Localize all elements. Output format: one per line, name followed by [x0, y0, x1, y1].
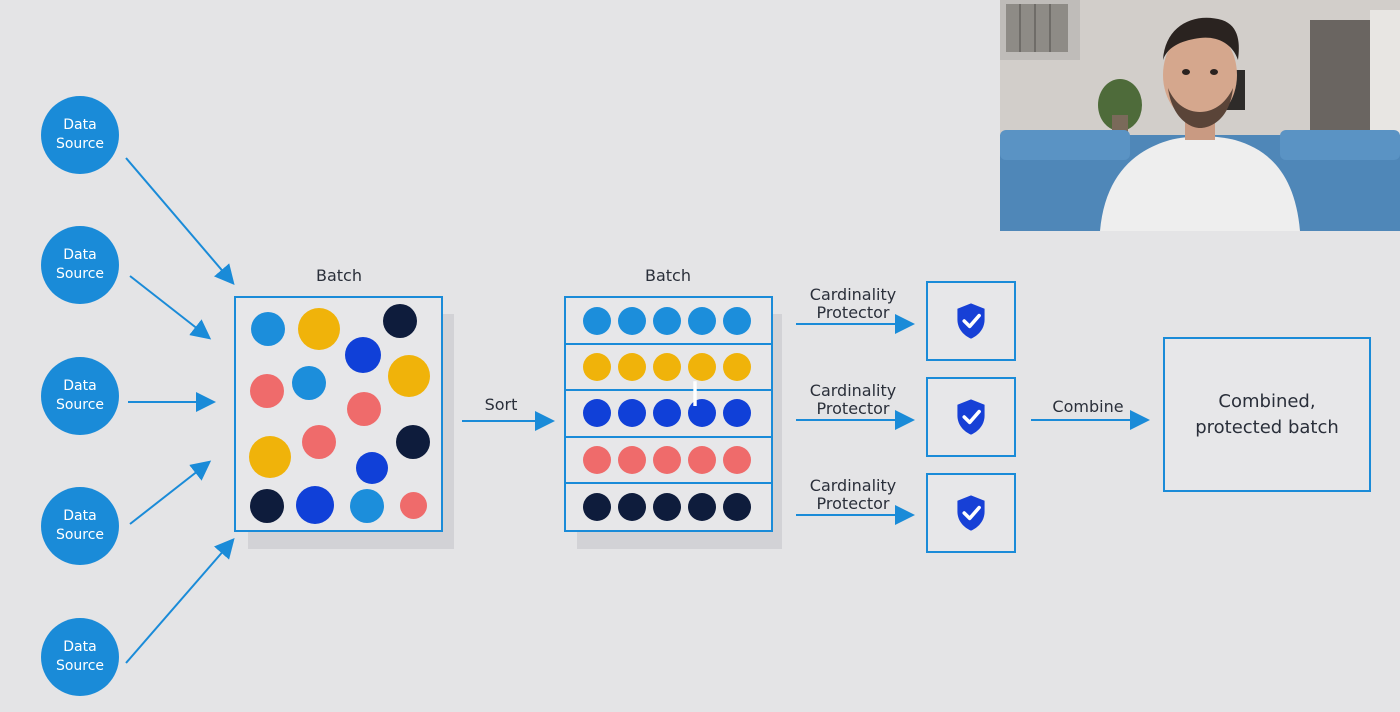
dot-navy [396, 425, 430, 459]
dot-royal-blue [345, 337, 381, 373]
dot-coral [302, 425, 336, 459]
data-source-line2: Source [55, 658, 105, 674]
data-source-3: Data Source [41, 357, 119, 435]
result-line2: protected batch [1195, 416, 1339, 438]
arrow-source-2 [129, 275, 212, 340]
data-source-line1: Data [63, 508, 97, 524]
shield-check-icon [957, 495, 985, 531]
protector-label-line1: Cardinality [809, 381, 897, 400]
dot-yellow [653, 352, 681, 381]
data-source-line2: Source [55, 527, 105, 543]
dot-royal-blue [618, 399, 646, 428]
dot-royal-blue [688, 399, 716, 428]
dot-royal-blue [723, 399, 751, 428]
protector-label-line2: Protector [816, 303, 890, 322]
sorted-row [566, 484, 771, 531]
dot-royal-blue [583, 399, 611, 428]
data-source-line1: Data [63, 378, 97, 394]
sorted-row [566, 344, 771, 392]
protector-label-line1: Cardinality [809, 285, 897, 304]
protector-box-2 [926, 377, 1016, 457]
data-source-1: Data Source [41, 96, 119, 174]
dot-navy [723, 493, 751, 522]
data-source-5: Data Source [41, 618, 119, 696]
sorted-row [566, 298, 771, 345]
data-source-line2: Source [55, 397, 105, 413]
data-source-4: Data Source [41, 487, 119, 565]
combine-label: Combine [1052, 397, 1124, 416]
dot-coral [400, 492, 427, 519]
dot-light-blue [583, 306, 611, 335]
dot-light-blue [688, 306, 716, 335]
dot-yellow [618, 352, 646, 381]
protector-label-line2: Protector [816, 494, 890, 513]
arrow-source-4 [129, 460, 212, 525]
webcam-video[interactable] [1000, 0, 1400, 231]
dot-yellow [583, 352, 611, 381]
dot-royal-blue [356, 452, 388, 484]
sort-label: Sort [484, 395, 518, 414]
dot-yellow [688, 352, 716, 381]
combined-result-box: Combined, protected batch [1163, 337, 1371, 492]
protector-label-2: Cardinality Protector [795, 382, 911, 418]
dot-light-blue [292, 366, 326, 400]
dot-coral [347, 392, 381, 426]
data-source-2: Data Source [41, 226, 119, 304]
dot-coral [723, 445, 751, 474]
dot-navy [250, 489, 284, 523]
data-source-line2: Source [55, 266, 105, 282]
protector-box-1 [926, 281, 1016, 361]
dot-navy [583, 493, 611, 522]
sorted-batch [564, 296, 773, 532]
data-source-line1: Data [63, 639, 97, 655]
text-cursor-icon: I [690, 375, 701, 415]
protector-label-3: Cardinality Protector [795, 477, 911, 513]
dot-yellow [723, 352, 751, 381]
arrow-source-5 [125, 537, 235, 664]
dot-yellow [298, 308, 340, 350]
protector-label-1: Cardinality Protector [795, 286, 911, 322]
dot-navy [688, 493, 716, 522]
dot-yellow [388, 355, 430, 397]
dot-light-blue [723, 306, 751, 335]
dot-coral [618, 445, 646, 474]
data-source-line1: Data [63, 117, 97, 133]
dot-yellow [249, 436, 291, 478]
dot-navy [383, 304, 417, 338]
protector-box-3 [926, 473, 1016, 553]
batch-title: Batch [316, 266, 362, 285]
presenter-video-frame [1000, 0, 1400, 231]
dot-coral [250, 374, 284, 408]
sorted-row [566, 437, 771, 485]
protector-label-line2: Protector [816, 399, 890, 418]
dot-light-blue [350, 489, 384, 523]
dot-navy [653, 493, 681, 522]
sorted-batch-title: Batch [645, 266, 691, 285]
dot-light-blue [251, 312, 285, 346]
sorted-row [566, 391, 771, 438]
protector-label-line1: Cardinality [809, 476, 897, 495]
dot-coral [653, 445, 681, 474]
dot-royal-blue [653, 399, 681, 428]
arrow-source-1 [125, 157, 235, 286]
shield-check-icon [957, 303, 985, 339]
unsorted-batch [234, 296, 443, 532]
dot-coral [583, 445, 611, 474]
dot-navy [618, 493, 646, 522]
dot-light-blue [653, 306, 681, 335]
dot-coral [688, 445, 716, 474]
dot-royal-blue [296, 486, 334, 524]
dot-light-blue [618, 306, 646, 335]
data-source-line1: Data [63, 247, 97, 263]
shield-check-icon [957, 399, 985, 435]
data-source-line2: Source [55, 136, 105, 152]
result-line1: Combined, [1218, 390, 1316, 412]
